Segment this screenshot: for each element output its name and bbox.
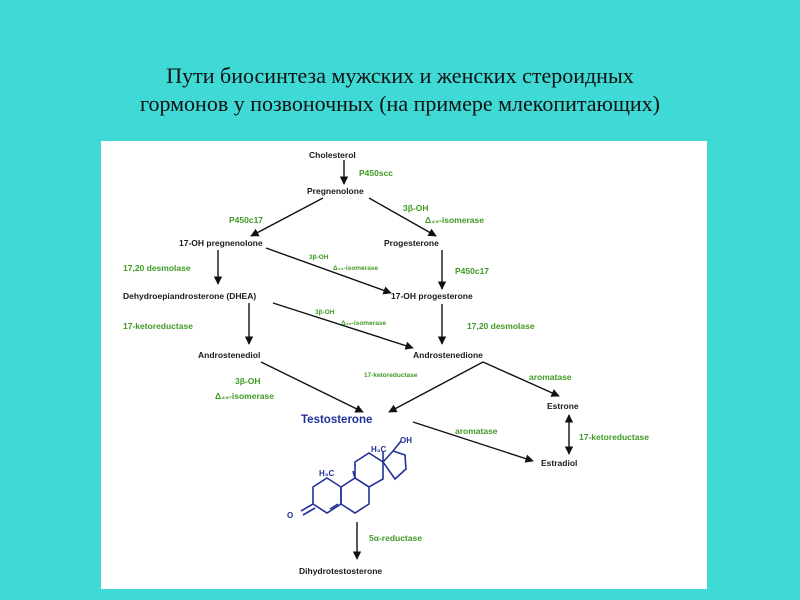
enzyme-17-20-desmolase-right: 17,20 desmolase xyxy=(467,321,535,331)
testosterone-structure: OH H₃C H₃C O xyxy=(287,436,412,520)
arrow-pregnenolone-17oh-pregnenolone xyxy=(250,197,324,237)
compound-17oh-pregnenolone: 17-OH pregnenolone xyxy=(179,238,263,248)
compound-dihydrotestosterone: Dihydrotestosterone xyxy=(299,566,382,576)
compound-dhea: Dehydroepiandrosterone (DHEA) xyxy=(123,291,256,301)
ring-a xyxy=(312,477,342,514)
enzyme-aromatase-top: aromatase xyxy=(529,372,572,382)
slide-title-line-2: гормонов у позвоночных (на примере млеко… xyxy=(139,91,661,116)
enzyme-17-ketoreductase-right: 17-ketoreductase xyxy=(579,432,649,442)
ring-b xyxy=(340,477,370,514)
enzyme-isomerase-mid1: Δ₄₅-isomerase xyxy=(333,265,378,272)
enzyme-p450c17-right: P450c17 xyxy=(455,266,489,276)
enzyme-17-ketoreductase-left: 17-ketoreductase xyxy=(123,321,193,331)
enzyme-p450c17-left: P450c17 xyxy=(229,215,263,225)
pathway-arrows xyxy=(213,160,574,560)
enzyme-isomerase-right: Δ₄₅-isomerase xyxy=(425,215,484,225)
enzyme-3b-oh-lower: 3β-OH xyxy=(235,376,261,386)
enzyme-17-20-desmolase-left: 17,20 desmolase xyxy=(123,263,191,273)
compound-cholesterol: Cholesterol xyxy=(309,150,356,160)
enzyme-5a-reductase: 5α-reductase xyxy=(369,533,422,543)
methyl-bond-left xyxy=(352,470,356,479)
enzyme-aromatase-mid: aromatase xyxy=(455,426,498,436)
label-h3c-left: H₃C xyxy=(319,469,334,478)
ring-d xyxy=(381,450,407,481)
enzyme-labels: P450scc P450c17 3β-OH Δ₄₅-isomerase 17,2… xyxy=(123,168,649,543)
enzyme-3b-oh-right: 3β-OH xyxy=(403,203,429,213)
label-h3c-top: H₃C xyxy=(371,445,386,454)
ring-c xyxy=(354,452,384,488)
compound-progesterone: Progesterone xyxy=(384,238,439,248)
compound-labels: Cholesterol Pregnenolone 17-OH pregnenol… xyxy=(123,150,579,576)
slide-title-line-1: Пути биосинтеза мужских и женских стерои… xyxy=(166,63,634,88)
label-oh: OH xyxy=(400,436,412,445)
slide-title: Пути биосинтеза мужских и женских стерои… xyxy=(0,62,800,118)
arrow-17oh-pregnenolone-17oh-progesterone xyxy=(265,247,392,295)
compound-estradiol: Estradiol xyxy=(541,458,577,468)
enzyme-isomerase-mid2: Δ₄₅-isomerase xyxy=(341,320,386,327)
arrow-pregnenolone-progesterone xyxy=(368,197,437,237)
compound-estrone: Estrone xyxy=(547,401,579,411)
oh-bond xyxy=(392,440,402,452)
compound-17oh-progesterone: 17-OH progesterone xyxy=(391,291,473,301)
enzyme-p450scc: P450scc xyxy=(359,168,393,178)
ring-a-double-bond xyxy=(329,503,339,510)
arrow-androstenediol-testosterone xyxy=(260,361,364,413)
compound-androstenedione: Androstenedione xyxy=(413,350,483,360)
diagram-panel: Cholesterol Pregnenolone 17-OH pregnenol… xyxy=(101,141,707,589)
enzyme-3b-oh-mid2: 3β-OH xyxy=(315,309,335,316)
steroid-pathway-diagram: Cholesterol Pregnenolone 17-OH pregnenol… xyxy=(123,150,649,576)
compound-androstenediol: Androstenediol xyxy=(198,350,260,360)
compound-pregnenolone: Pregnenolone xyxy=(307,186,364,196)
enzyme-3b-oh-mid1: 3β-OH xyxy=(309,254,329,261)
label-oxo: O xyxy=(287,511,293,520)
compound-testosterone: Testosterone xyxy=(301,414,372,426)
arrow-androstenedione-estrone xyxy=(482,361,560,397)
enzyme-17-ketoreductase-mid: 17-ketoreductase xyxy=(364,372,418,379)
carbonyl-bond xyxy=(300,503,314,512)
arrow-androstenedione-testosterone xyxy=(388,361,484,413)
arrow-dhea-androstenedione xyxy=(272,302,414,350)
carbonyl-bond-2 xyxy=(302,507,316,516)
arrow-testosterone-estradiol xyxy=(412,421,534,463)
enzyme-isomerase-lower: Δ₄₅-isomerase xyxy=(215,391,274,401)
